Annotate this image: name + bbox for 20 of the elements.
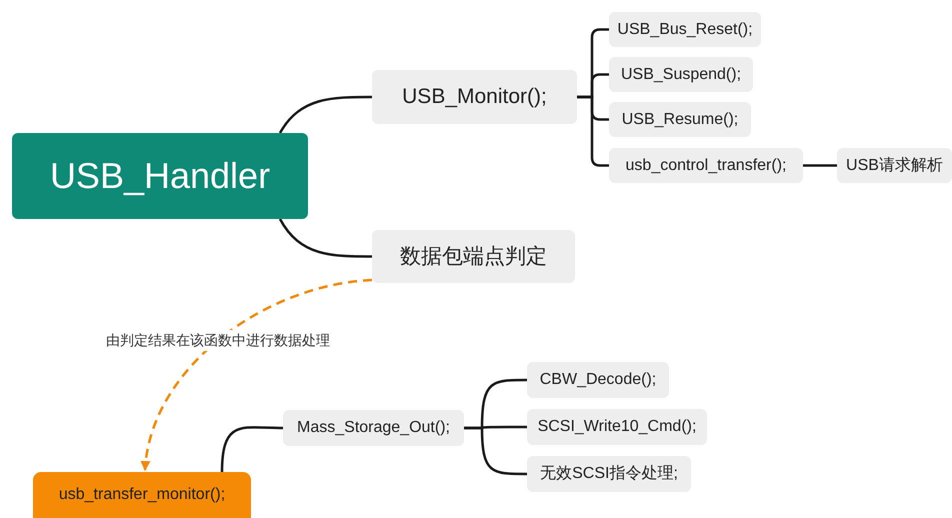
subtopic-box: Mass_Storage_Out(); [283,410,464,446]
branch-line [464,426,527,476]
subtopic-box: USB_Bus_Reset(); [609,12,761,47]
topic-box: USB_Monitor(); [372,70,577,124]
subtopic-box: usb_control_transfer(); [609,148,803,183]
subtopic-box: USB_Resume(); [609,102,751,137]
topic-box: 数据包端点判定 [372,230,575,283]
branch-line [278,218,372,258]
branch-line [278,96,372,134]
root-topic-box: USB_Handler [12,133,308,219]
branch-line [220,426,284,472]
branch-line [803,164,837,167]
subtopic-box: USB请求解析 [837,148,952,183]
arrow [141,278,372,471]
subtopic-box: 无效SCSI指令处理; [527,456,691,492]
function-box: usb_transfer_monitor(); [33,472,251,518]
subtopic-box: SCSI_Write10_Cmd(); [527,409,707,445]
subtopic-box: USB_Suspend(); [609,57,753,92]
subtopic-box: CBW_Decode(); [527,362,669,398]
edge-label: 由判定结果在该函数中进行数据处理 [104,330,332,351]
